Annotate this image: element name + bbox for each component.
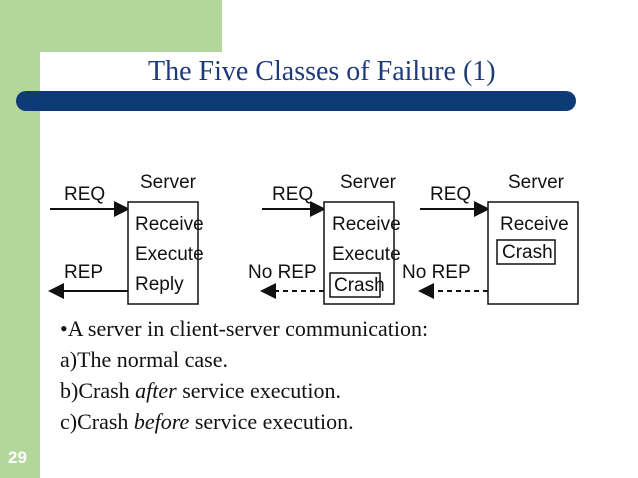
body-line-2: a)The normal case. xyxy=(60,347,228,372)
req-label-a: REQ xyxy=(64,184,105,205)
server-box-c xyxy=(487,201,579,305)
norep-label-b: No REP xyxy=(248,262,317,283)
norep-label-c: No REP xyxy=(402,262,471,283)
server-box-b xyxy=(323,201,395,305)
diagram-a: Server REQ Receive Execute Reply REP xyxy=(48,172,204,305)
title-rule xyxy=(16,91,576,111)
slide-title: The Five Classes of Failure (1) xyxy=(148,56,496,87)
top-decor-band xyxy=(40,0,222,52)
body-line-4-em: before xyxy=(133,409,190,434)
body-line-3-em: after xyxy=(135,378,177,403)
body-line-3-prefix: b)Crash xyxy=(60,378,136,403)
crash-box-b xyxy=(329,272,381,298)
diagram-c: Server REQ Receive Crash No REP xyxy=(402,172,579,305)
diagram-b: Server REQ Receive Execute Crash No REP xyxy=(248,172,401,305)
body-line-4-suffix: service execution. xyxy=(189,409,354,434)
rep-label-a: REP xyxy=(64,262,103,283)
body-line-3-suffix: service execution. xyxy=(176,378,342,403)
body-line-1: •A server in client-server communication… xyxy=(60,316,429,341)
step-a-2: Execute xyxy=(135,244,204,265)
slide-number: 29 xyxy=(8,448,27,467)
body-line-3: b)Crash after service execution. xyxy=(60,375,428,406)
step-b-1: Receive xyxy=(332,214,401,235)
req-label-b: REQ xyxy=(272,184,313,205)
body-line-4-prefix: c)Crash xyxy=(60,409,134,434)
step-a-3: Reply xyxy=(135,274,184,295)
left-decor-bar xyxy=(0,0,40,478)
server-label-b: Server xyxy=(340,172,397,193)
slide-body: •A server in client-server communication… xyxy=(60,313,428,437)
step-c-1: Receive xyxy=(500,214,569,235)
body-line-4: c)Crash before service execution. xyxy=(60,406,428,437)
step-c-2: Crash xyxy=(502,242,553,263)
failure-diagram: Server REQ Receive Execute Reply REP Ser… xyxy=(48,172,579,305)
step-a-1: Receive xyxy=(135,214,204,235)
server-label-a: Server xyxy=(140,172,197,193)
crash-box-c xyxy=(496,239,556,265)
req-label-c: REQ xyxy=(430,184,471,205)
step-b-3: Crash xyxy=(334,275,385,296)
step-b-2: Execute xyxy=(332,244,401,265)
server-label-c: Server xyxy=(508,172,565,193)
server-box-a xyxy=(127,201,199,305)
